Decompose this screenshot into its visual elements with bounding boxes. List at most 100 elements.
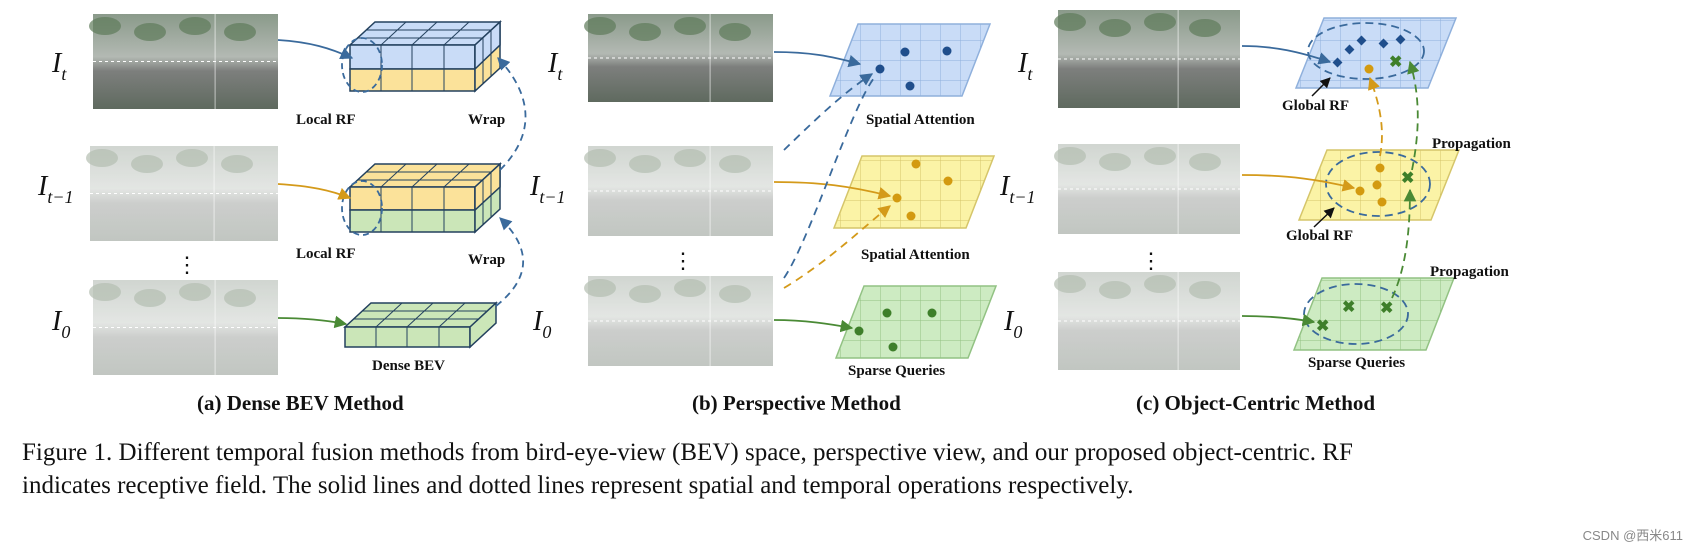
query-dot xyxy=(1375,163,1385,173)
query-dot xyxy=(1355,186,1365,196)
query-dot xyxy=(906,211,916,221)
global-rf-label-t: Global RF xyxy=(1282,98,1349,114)
spatial-attention-label-t-minus-1: Spatial Attention xyxy=(861,247,970,263)
local-rf-ellipse-t-minus-1 xyxy=(341,180,383,236)
query-dot xyxy=(875,64,885,74)
bev-cube-t xyxy=(348,20,502,93)
frame-label-0: I0 xyxy=(51,306,70,342)
propagation-label-upper: Propagation xyxy=(1432,136,1512,152)
panel-a-caption: (a) Dense BEV Method xyxy=(197,391,404,415)
perspective-grid-t-minus-1 xyxy=(832,155,996,229)
arrow-b-t-minus-1 xyxy=(773,181,892,200)
frame-label-t-minus-1: It−1 xyxy=(37,171,73,207)
sparse-queries-label-c: Sparse Queries xyxy=(1308,355,1405,371)
propagated-query xyxy=(1364,64,1374,74)
watermark: CSDN @西米611 xyxy=(1582,528,1683,543)
query-dot xyxy=(854,326,864,336)
arrow-a-t xyxy=(277,39,354,60)
query-dot xyxy=(1372,180,1382,190)
camera-image xyxy=(86,146,278,241)
propagation-arrow-green-upper xyxy=(1407,60,1420,171)
caption-line-2: indicates receptive field. The solid lin… xyxy=(22,472,1134,499)
propagation-label-lower: Propagation xyxy=(1430,264,1510,280)
frame-label-b-t-minus-1: It−1 xyxy=(529,171,565,207)
dense-bev-cube xyxy=(343,301,498,349)
camera-image xyxy=(584,146,773,236)
camera-image xyxy=(1054,10,1240,108)
camera-image xyxy=(1054,144,1240,234)
propagation-arrow-green-lower xyxy=(1391,188,1417,299)
global-rf-label-t-minus-1: Global RF xyxy=(1286,228,1353,244)
arrow-a-t-minus-1 xyxy=(277,183,352,200)
panel-b-caption: (b) Perspective Method xyxy=(692,391,901,415)
propagated-cross: ✖ xyxy=(1401,170,1414,187)
frame-label-b-0: I0 xyxy=(532,306,551,342)
arrow-b-0 xyxy=(773,319,854,333)
local-rf-label-t-minus-1: Local RF xyxy=(296,246,356,262)
arrow-b-t xyxy=(773,51,862,68)
camera-image xyxy=(1054,272,1240,370)
object-grid-0 xyxy=(1292,277,1456,351)
diamond-query xyxy=(1332,57,1343,68)
diamond-query xyxy=(1344,44,1355,55)
bev-cube-t-minus-1 xyxy=(348,162,502,234)
local-rf-ellipse-t xyxy=(341,37,383,93)
frame-label-c-t: It xyxy=(1017,48,1033,84)
global-rf-ellipse-t xyxy=(1307,22,1425,80)
query-dot xyxy=(1377,197,1387,207)
arrow-a-0 xyxy=(277,315,348,329)
camera-thumbnails xyxy=(86,10,1240,375)
diamond-query xyxy=(1378,38,1389,49)
query-dot xyxy=(943,176,953,186)
diamond-query xyxy=(1356,35,1367,46)
query-dot xyxy=(888,342,898,352)
diamond-query xyxy=(1395,34,1406,45)
global-rf-pointer-t-minus-1 xyxy=(1313,207,1335,228)
spatial-attention-label-t: Spatial Attention xyxy=(866,112,975,128)
frame-label-b-t: It xyxy=(547,48,563,84)
dense-bev-label: Dense BEV xyxy=(372,358,445,374)
temporal-arrow-b-lower xyxy=(783,205,891,289)
sparse-query-cross: ✖ xyxy=(1316,318,1329,335)
wrap-label-t-minus-1: Wrap xyxy=(468,252,505,268)
perspective-grid-0 xyxy=(834,285,998,359)
query-dot xyxy=(927,308,937,318)
local-rf-label-t: Local RF xyxy=(296,112,356,128)
arrow-c-t-minus-1 xyxy=(1241,174,1356,192)
query-dot xyxy=(911,159,921,169)
global-rf-pointer-t xyxy=(1311,77,1331,97)
frame-label-t: It xyxy=(51,48,67,84)
temporal-arrow-b-long xyxy=(783,77,875,279)
query-dot xyxy=(942,46,952,56)
sparse-queries-label-b: Sparse Queries xyxy=(848,363,945,379)
query-dot xyxy=(892,193,902,203)
camera-image xyxy=(584,276,773,366)
temporal-arrow-b-upper xyxy=(783,73,874,151)
panel-c: It It−1 ⋮ I0 ✖ Global RF ✖ Global RF Pro… xyxy=(999,17,1512,415)
sparse-query-cross: ✖ xyxy=(1342,299,1355,316)
arrow-c-0 xyxy=(1241,313,1316,327)
frame-label-c-t-minus-1: It−1 xyxy=(999,171,1035,207)
panel-c-caption: (c) Object-Centric Method xyxy=(1136,391,1375,415)
ellipsis-a: ⋮ xyxy=(176,252,198,277)
query-dot xyxy=(882,308,892,318)
frame-label-c-0: I0 xyxy=(1003,306,1022,342)
caption-line-1: Figure 1. Different temporal fusion meth… xyxy=(22,439,1353,466)
query-dot xyxy=(900,47,910,57)
wrap-arrow-upper xyxy=(497,57,527,171)
wrap-arrow-lower xyxy=(495,217,524,307)
object-grid-t xyxy=(1294,17,1458,89)
global-rf-ellipse-t-minus-1 xyxy=(1325,151,1431,217)
wrap-label-t: Wrap xyxy=(468,112,505,128)
sparse-query-cross: ✖ xyxy=(1380,300,1393,317)
panel-a: It It−1 ⋮ I0 Local RF Wrap xyxy=(37,20,527,415)
figure-caption: Figure 1. Different temporal fusion meth… xyxy=(22,436,1642,502)
propagated-cross: ✖ xyxy=(1389,54,1402,71)
camera-image xyxy=(89,280,278,375)
camera-image xyxy=(584,14,773,102)
panel-b: It It−1 ⋮ I0 Spatial Attention Spatial A… xyxy=(529,23,998,415)
camera-image xyxy=(89,14,278,109)
query-dot xyxy=(905,81,915,91)
propagation-arrow-yellow xyxy=(1368,76,1383,157)
